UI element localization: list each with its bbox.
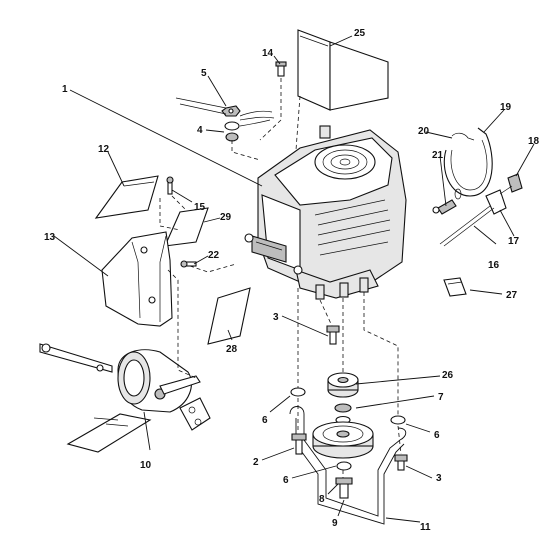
part-6-washers	[290, 387, 406, 471]
part-3-bolts	[326, 325, 408, 471]
part-2-bolt	[291, 433, 307, 455]
assembly-lines	[159, 78, 402, 478]
callout-13: 13	[44, 232, 56, 243]
callout-3-upper: 3	[273, 312, 279, 323]
callout-18: 18	[528, 136, 540, 147]
part-14-bolt	[275, 61, 287, 77]
callout-6-bottom: 6	[283, 475, 289, 486]
callout-15: 15	[194, 202, 206, 213]
part-25-shield	[297, 29, 389, 111]
callout-28: 28	[226, 344, 238, 355]
callout-25: 25	[354, 28, 366, 39]
callout-8: 8	[319, 494, 325, 505]
part-27-clip	[443, 277, 467, 297]
callout-22: 22	[208, 250, 220, 261]
callout-4: 4	[197, 125, 203, 136]
engine	[244, 125, 407, 300]
callout-1: 1	[62, 84, 68, 95]
callout-26: 26	[442, 370, 454, 381]
callout-14: 14	[262, 48, 274, 59]
pulley	[312, 421, 374, 459]
part-16-cable	[439, 205, 495, 247]
callout-5: 5	[201, 68, 207, 79]
part-5-nut	[221, 105, 241, 117]
part-13-bracket	[101, 231, 173, 327]
callout-2: 2	[253, 457, 259, 468]
callout-9: 9	[332, 518, 338, 529]
part-15-screw	[166, 176, 174, 195]
part-7-spacer	[334, 403, 352, 425]
part-28-plate	[207, 287, 251, 345]
callout-3-lower: 3	[436, 473, 442, 484]
part-17-clip	[485, 185, 513, 215]
callout-29: 29	[220, 212, 232, 223]
callout-19: 19	[500, 102, 512, 113]
callout-16: 16	[488, 260, 500, 271]
callout-17: 17	[508, 236, 520, 247]
part-20-clip	[451, 132, 475, 141]
callout-20: 20	[418, 126, 430, 137]
callout-21: 21	[432, 150, 444, 161]
part-12-plate	[94, 175, 159, 219]
part-26-gear	[327, 372, 359, 398]
callout-27: 27	[506, 290, 518, 301]
callout-10: 10	[140, 460, 152, 471]
leader-lines	[53, 35, 535, 523]
callout-labels: 1 2 3 3 4 5 6 6 6 7 8 9 10 11 12 13 14 1…	[44, 28, 540, 533]
part-4-washer	[224, 121, 240, 142]
part-19-hose	[443, 127, 493, 197]
callout-12: 12	[98, 144, 110, 155]
part-10-muffler	[39, 343, 211, 453]
part-29-plate	[164, 207, 209, 247]
part-18-valve	[507, 173, 523, 193]
part-9-bolt	[335, 477, 353, 499]
callout-11: 11	[420, 522, 431, 533]
part-22-screw	[180, 260, 197, 268]
callout-6-right: 6	[434, 430, 440, 441]
callout-6-left: 6	[262, 415, 268, 426]
part-21-fitting	[432, 188, 462, 215]
fuel-leads	[175, 97, 275, 127]
callout-7: 7	[438, 392, 444, 403]
